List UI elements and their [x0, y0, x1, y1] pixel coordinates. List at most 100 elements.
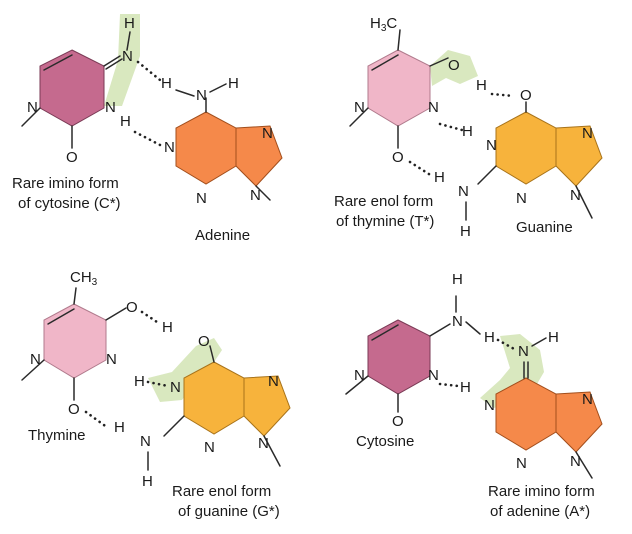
adenine-ring-6	[175, 111, 237, 185]
atom-o2-thymine: O	[392, 149, 404, 166]
atom-n1: N	[27, 99, 38, 116]
atom-o6-guanine: O	[520, 87, 532, 104]
atom-h-n6-imino: H	[548, 329, 559, 346]
atom-n7-imino: N	[582, 391, 593, 408]
atom-h-n6-b: H	[228, 75, 239, 92]
methyl-subscript: 3	[381, 23, 387, 34]
atom-n4: N	[122, 48, 133, 65]
atom-o4-t: O	[126, 299, 138, 316]
guanine-enol-ring-6	[183, 361, 245, 435]
atom-h-n2-a: H	[434, 169, 445, 186]
atom-n2-guanine: N	[458, 183, 469, 200]
atom-n3: N	[105, 99, 116, 116]
hbond-6	[140, 310, 162, 326]
caption-t-star-line1: Rare enol form	[334, 193, 433, 210]
hbond-4	[438, 122, 464, 132]
guanine-ring-5	[555, 125, 603, 187]
thymine-ring	[367, 49, 431, 127]
caption-adenine: Adenine	[195, 227, 250, 244]
caption-cytosine: Cytosine	[356, 433, 414, 450]
atom-n1-g-enol: N	[170, 379, 181, 396]
atom-n3-adenine: N	[196, 190, 207, 207]
atom-h-n4-a: H	[452, 271, 463, 288]
ch3-subscript: 3	[92, 277, 98, 288]
atom-h-imino: H	[124, 15, 135, 32]
hbond-10	[438, 382, 460, 388]
atom-n7-adenine: N	[262, 125, 273, 142]
highlight-enol-group	[430, 50, 478, 86]
panel-cytosine-imino-adenine: N H N N O N H H N H N N N Cytosine Rare …	[345, 271, 603, 520]
atom-n3-imino: N	[516, 455, 527, 472]
hbond-1	[136, 60, 162, 82]
guanine-ring-6	[495, 111, 557, 185]
atom-methyl: H3C	[370, 15, 397, 34]
atom-h-n1-guanine: H	[462, 123, 473, 140]
adenine-ring-5	[235, 125, 283, 187]
atom-n7-g-enol: N	[268, 373, 279, 390]
atom-o6-enol: O	[198, 333, 210, 350]
panel-enol-thymine-guanine: H3C O N N O H O N N N N H N H H Rare eno…	[334, 15, 603, 240]
hbond-7	[146, 380, 170, 388]
atom-n1-t: N	[30, 351, 41, 368]
atom-n1-adenine: N	[164, 139, 175, 156]
atom-h-enol: H	[476, 77, 487, 94]
atom-n1-cyt: N	[354, 367, 365, 384]
atom-n3-guanine: N	[516, 190, 527, 207]
atom-n9-guanine: N	[570, 187, 581, 204]
atom-h-n3-t: H	[134, 373, 145, 390]
atom-n3-cyt: N	[428, 367, 439, 384]
atom-h-n2-g-a: H	[114, 419, 125, 436]
atom-n9-g-enol: N	[258, 435, 269, 452]
caption-a-star-line1: Rare imino form	[488, 483, 595, 500]
atom-n9-imino: N	[570, 453, 581, 470]
atom-n2-g-enol: N	[140, 433, 151, 450]
atom-h-n1-imino: H	[460, 379, 471, 396]
hbond-5	[408, 160, 434, 178]
hbond-8	[84, 410, 110, 430]
hbond-9	[496, 338, 518, 352]
hbond-2	[133, 130, 164, 148]
cytosine-ring	[39, 49, 105, 127]
hbond-3	[490, 92, 516, 98]
atom-n3-g-enol: N	[204, 439, 215, 456]
panel-imino-cytosine-adenine: N N N H O H N H H N N N N Rare imino for…	[12, 14, 283, 244]
guanine-enol-ring-5	[243, 375, 291, 437]
atom-h-n2-g-b: H	[142, 473, 153, 490]
atom-h-enol-g: H	[162, 319, 173, 336]
atom-o2-cyt: O	[392, 413, 404, 430]
atom-o2: O	[66, 149, 78, 166]
caption-t-star-line2: of thymine (T*)	[336, 213, 434, 230]
caption-a-star-line2: of adenine (A*)	[490, 503, 590, 520]
caption-thymine: Thymine	[28, 427, 86, 444]
caption-g-star-line1: Rare enol form	[172, 483, 271, 500]
atom-n1-guanine: N	[486, 137, 497, 154]
atom-h-n6-a: H	[161, 75, 172, 92]
caption-g-star-line2: of guanine (G*)	[178, 503, 280, 520]
adenine-imino-ring-5	[555, 391, 603, 453]
atom-n1-thymine: N	[354, 99, 365, 116]
adenine-imino-ring-6	[495, 377, 557, 451]
atom-h-n2-b: H	[460, 223, 471, 240]
atom-h-n3: H	[120, 113, 131, 130]
atom-n4-cyt: N	[452, 313, 463, 330]
caption-guanine: Guanine	[516, 219, 573, 236]
atom-h-n4-b: H	[484, 329, 495, 346]
atom-n7-guanine: N	[582, 125, 593, 142]
caption-c-star-line1: Rare imino form	[12, 175, 119, 192]
atom-o2-t: O	[68, 401, 80, 418]
highlight-g-enol	[148, 338, 222, 402]
cytosine-ring-2	[367, 319, 431, 395]
caption-c-star-line2: of cytosine (C*)	[18, 195, 121, 212]
atom-n9-adenine: N	[250, 187, 261, 204]
atom-n6-imino: N	[518, 343, 529, 360]
atom-n3-thymine: N	[428, 99, 439, 116]
atom-n3-t: N	[106, 351, 117, 368]
atom-n1-imino: N	[484, 397, 495, 414]
thymine-ring-2	[43, 303, 107, 379]
atom-o4-enol: O	[448, 57, 460, 74]
atom-n6: N	[196, 87, 207, 104]
panel-thymine-enol-guanine: CH3 O N N O O H N N N N N H H H Thymine …	[21, 269, 291, 520]
atom-ch3: CH3	[70, 269, 98, 288]
highlight-imino-group	[104, 14, 140, 106]
